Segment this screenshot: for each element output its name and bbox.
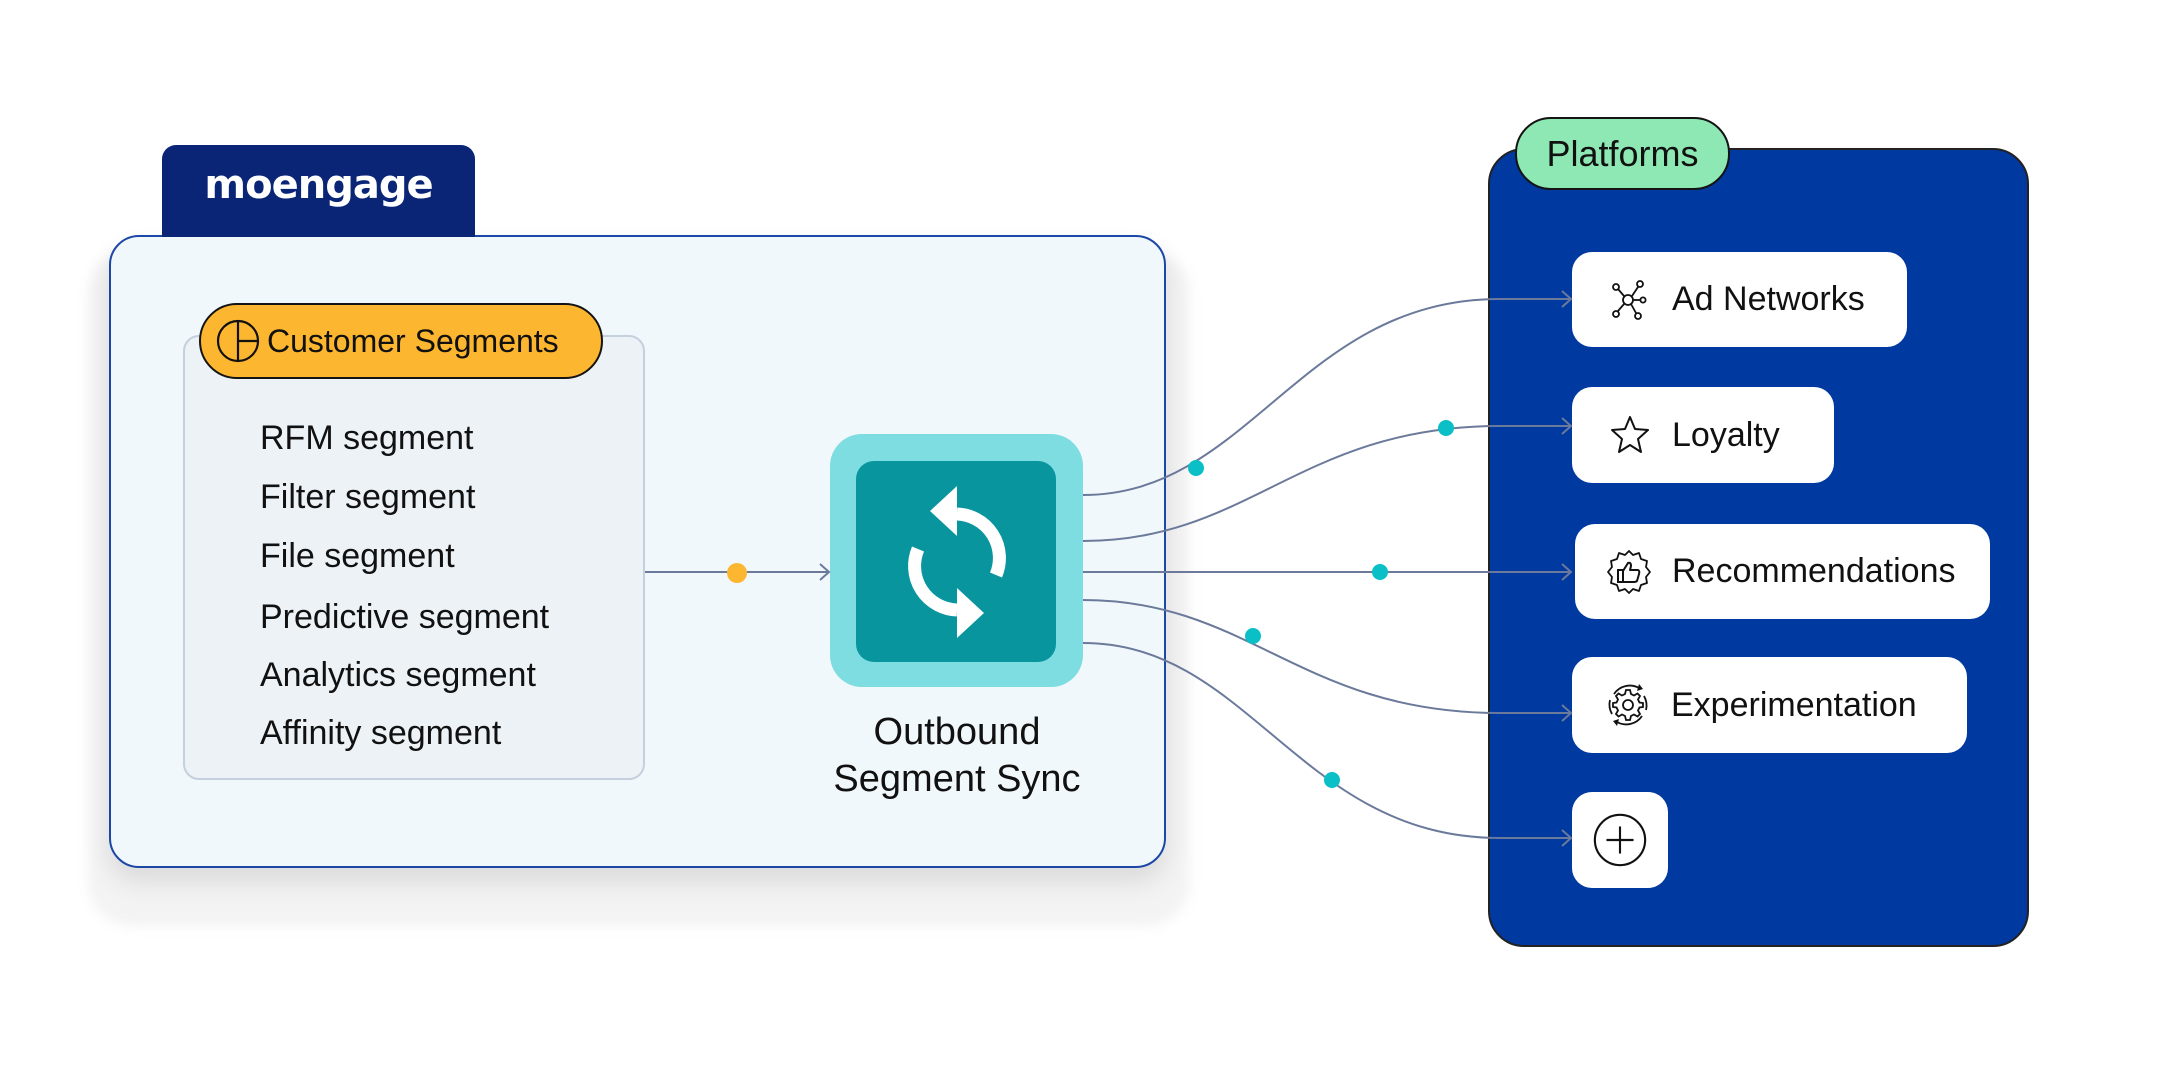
moengage-logo-tab: moengage: [162, 145, 475, 237]
platform-label: Recommendations: [1672, 552, 1956, 590]
connector-dot-ad-networks: [1188, 460, 1204, 476]
segment-item-file: File segment: [260, 537, 455, 575]
platform-label: Ad Networks: [1672, 280, 1865, 318]
segment-item-rfm: RFM segment: [260, 419, 474, 457]
star-icon: [1611, 416, 1649, 453]
connector-dot-loyalty: [1438, 420, 1454, 436]
platform-card-recommendations[interactable]: Recommendations: [1575, 524, 1990, 619]
thumbs-up-badge-icon: [1607, 549, 1651, 594]
platforms-title: Platforms: [1546, 132, 1699, 174]
customer-segments-pill: Customer Segments: [199, 303, 603, 379]
segment-item-analytics: Analytics segment: [260, 656, 536, 694]
platform-card-experimentation[interactable]: Experimentation: [1572, 657, 1967, 753]
add-platform-button[interactable]: [1572, 792, 1668, 888]
plus-circle-icon: [1593, 813, 1647, 867]
segment-item-affinity: Affinity segment: [260, 714, 502, 752]
customer-segments-title: Customer Segments: [267, 322, 559, 359]
platform-card-ad-networks[interactable]: Ad Networks: [1572, 252, 1907, 347]
sync-icon: [908, 486, 1006, 638]
sync-label-line1: Outbound: [873, 711, 1041, 753]
platform-card-loyalty[interactable]: Loyalty: [1572, 387, 1834, 483]
segment-item-filter: Filter segment: [260, 478, 476, 516]
customer-segments-box: [183, 335, 645, 780]
platforms-pill: Platforms: [1515, 117, 1730, 190]
platform-label: Experimentation: [1671, 685, 1917, 724]
connector-dot-experimentation: [1245, 628, 1261, 644]
moengage-logo: moengage: [204, 162, 433, 208]
segment-item-predictive: Predictive segment: [260, 598, 550, 636]
connector-dot-recommendations: [1372, 564, 1388, 580]
network-nodes-icon: [1612, 279, 1647, 320]
connector-dot-add-platform: [1324, 772, 1340, 788]
sync-label-line2: Segment Sync: [833, 758, 1081, 800]
platform-label: Loyalty: [1672, 415, 1780, 454]
pie-chart-icon: [216, 319, 260, 363]
gear-cycle-icon: [1608, 684, 1648, 726]
